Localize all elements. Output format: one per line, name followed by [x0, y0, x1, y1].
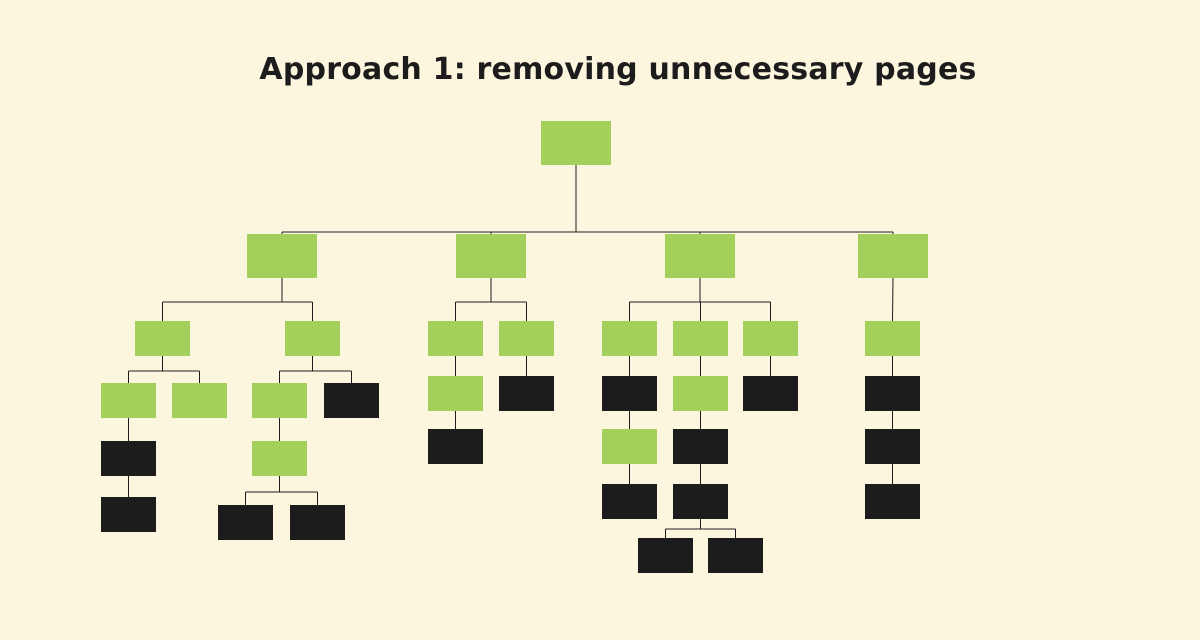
- removed-page-node: [865, 429, 920, 464]
- kept-page-node: [247, 234, 317, 278]
- removed-page-node: [743, 376, 798, 411]
- tree-nodes: [101, 121, 928, 573]
- removed-page-node: [602, 376, 657, 411]
- removed-page-node: [673, 484, 728, 519]
- kept-page-node: [499, 321, 554, 356]
- removed-page-node: [428, 429, 483, 464]
- removed-page-node: [673, 429, 728, 464]
- tree-connectors: [128, 165, 894, 538]
- kept-page-node: [101, 383, 156, 418]
- kept-page-node: [743, 321, 798, 356]
- kept-page-node: [858, 234, 928, 278]
- removed-page-node: [499, 376, 554, 411]
- removed-page-node: [101, 441, 156, 476]
- kept-page-node: [172, 383, 227, 418]
- removed-page-node: [101, 497, 156, 532]
- removed-page-node: [865, 376, 920, 411]
- kept-page-node: [673, 321, 728, 356]
- kept-page-node: [602, 321, 657, 356]
- kept-page-node: [285, 321, 340, 356]
- kept-page-node: [865, 321, 920, 356]
- kept-page-node: [665, 234, 735, 278]
- connector-line: [892, 277, 894, 322]
- removed-page-node: [602, 484, 657, 519]
- diagram-title: Approach 1: removing unnecessary pages: [259, 52, 977, 87]
- kept-page-node: [252, 441, 307, 476]
- kept-page-node: [428, 376, 483, 411]
- removed-page-node: [218, 505, 273, 540]
- removed-page-node: [324, 383, 379, 418]
- kept-page-node: [135, 321, 190, 356]
- kept-page-node: [428, 321, 483, 356]
- kept-page-node: [602, 429, 657, 464]
- removed-page-node: [290, 505, 345, 540]
- kept-page-node: [456, 234, 526, 278]
- kept-page-node: [541, 121, 611, 165]
- removed-page-node: [638, 538, 693, 573]
- removed-page-node: [708, 538, 763, 573]
- kept-page-node: [252, 383, 307, 418]
- removed-page-node: [865, 484, 920, 519]
- kept-page-node: [673, 376, 728, 411]
